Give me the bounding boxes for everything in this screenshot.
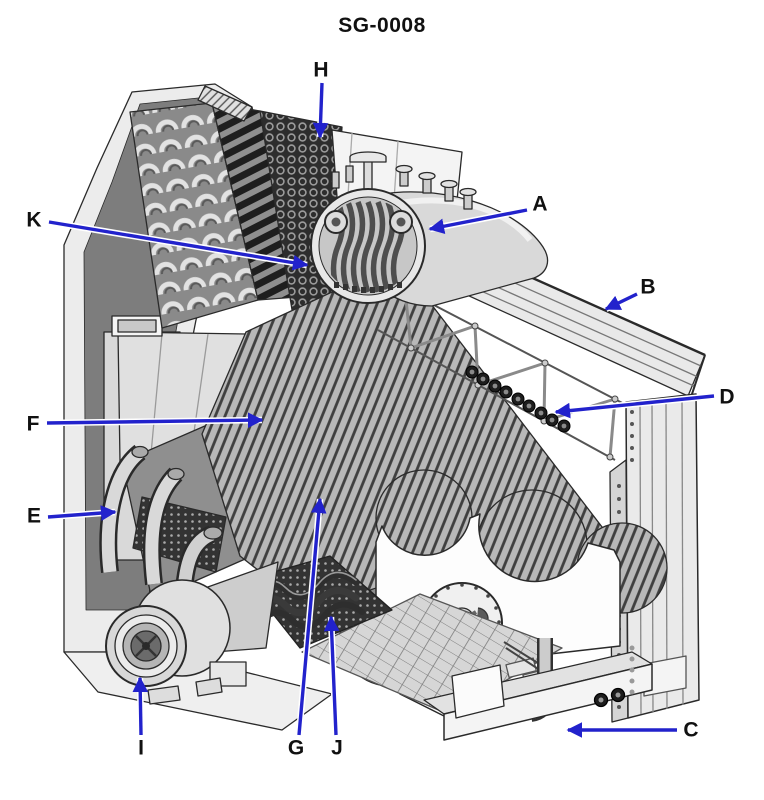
downcomer-pipes bbox=[99, 444, 185, 586]
furnace-side-panels bbox=[111, 315, 247, 469]
drum-nozzles bbox=[331, 164, 477, 210]
callout-F: F bbox=[25, 411, 264, 437]
callout-A: A bbox=[428, 191, 549, 234]
cutaway-hatch-edge bbox=[197, 85, 253, 122]
sootblower-element-row bbox=[465, 365, 571, 433]
callout-letter-H: H bbox=[313, 59, 328, 82]
callout-letter-B: B bbox=[640, 276, 655, 299]
callout-arrow bbox=[47, 505, 117, 521]
callout-letter-I: I bbox=[138, 737, 144, 760]
callout-letter-A: A bbox=[532, 193, 547, 216]
callout-arrow bbox=[554, 394, 715, 419]
callout-arrow bbox=[132, 676, 149, 736]
callout-letter-G: G bbox=[288, 737, 304, 760]
drum-tube-seats bbox=[334, 282, 402, 293]
callout-letter-J: J bbox=[331, 737, 343, 760]
callout-letter-E: E bbox=[27, 505, 41, 528]
callout-I: I bbox=[132, 676, 149, 761]
floor-serpentine-tubes bbox=[245, 555, 393, 649]
callout-E: E bbox=[25, 503, 117, 529]
callout-letter-D: D bbox=[719, 386, 734, 409]
callout-arrow bbox=[48, 220, 309, 271]
figure-title: SG-0008 bbox=[338, 14, 426, 37]
callout-layer: A B C D E F G H I J K bbox=[25, 57, 736, 761]
callout-D: D bbox=[554, 384, 736, 419]
callout-arrow bbox=[323, 615, 340, 736]
callout-arrow bbox=[604, 292, 638, 311]
steam-drum bbox=[310, 151, 549, 307]
base-frame bbox=[423, 638, 653, 741]
callout-letter-K: K bbox=[26, 209, 41, 232]
callout-letter-C: C bbox=[683, 719, 698, 742]
callout-arrow bbox=[312, 82, 329, 139]
callout-letter-F: F bbox=[27, 413, 40, 436]
callout-J: J bbox=[323, 615, 344, 761]
callout-B: B bbox=[604, 274, 657, 312]
burner-assembly bbox=[105, 525, 279, 705]
callout-K: K bbox=[25, 207, 309, 271]
callout-arrow bbox=[46, 412, 264, 429]
callout-arrow bbox=[297, 497, 327, 736]
callout-arrow bbox=[428, 208, 528, 234]
callout-C: C bbox=[566, 717, 700, 743]
callout-G: G bbox=[286, 497, 327, 761]
callout-H: H bbox=[312, 57, 330, 139]
